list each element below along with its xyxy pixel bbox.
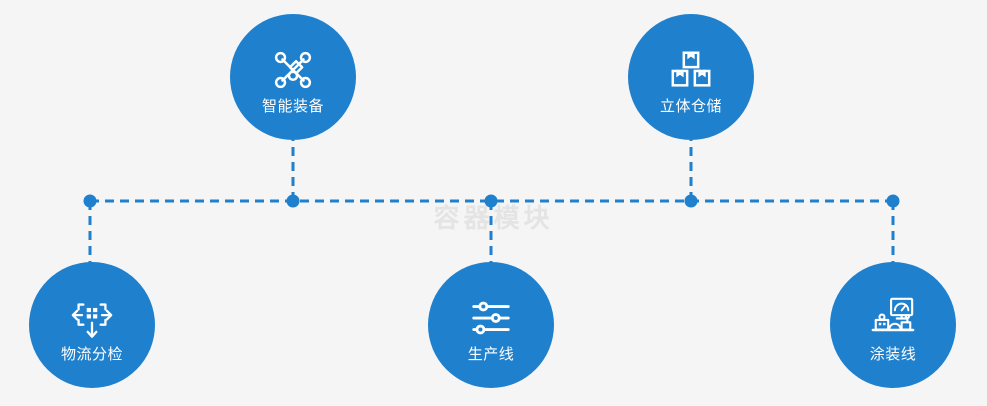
module-logistics-sorting[interactable]: 物流分检 xyxy=(29,262,155,388)
junction-node-4[interactable] xyxy=(684,194,698,208)
junction-node-1[interactable] xyxy=(83,194,97,208)
sliders-icon xyxy=(468,295,514,341)
module-label: 智能装备 xyxy=(261,97,324,115)
network-nodes-icon xyxy=(270,47,316,93)
module-label: 生产线 xyxy=(467,345,515,363)
module-label: 立体仓储 xyxy=(659,97,722,115)
junction-node-2[interactable] xyxy=(286,194,300,208)
module-vertical-warehouse[interactable]: 立体仓储 xyxy=(628,14,754,140)
module-production-line[interactable]: 生产线 xyxy=(428,262,554,388)
module-label: 物流分检 xyxy=(60,345,123,363)
module-painting-line[interactable]: 涂装线 xyxy=(830,262,956,388)
module-label: 涂装线 xyxy=(869,345,917,363)
module-smart-equipment[interactable]: 智能装备 xyxy=(230,14,356,140)
stacked-boxes-icon xyxy=(668,47,714,93)
junction-node-5[interactable] xyxy=(886,194,900,208)
sorting-arrows-icon xyxy=(69,295,115,341)
factory-monitor-icon xyxy=(870,295,916,341)
junction-node-3[interactable] xyxy=(484,194,498,208)
